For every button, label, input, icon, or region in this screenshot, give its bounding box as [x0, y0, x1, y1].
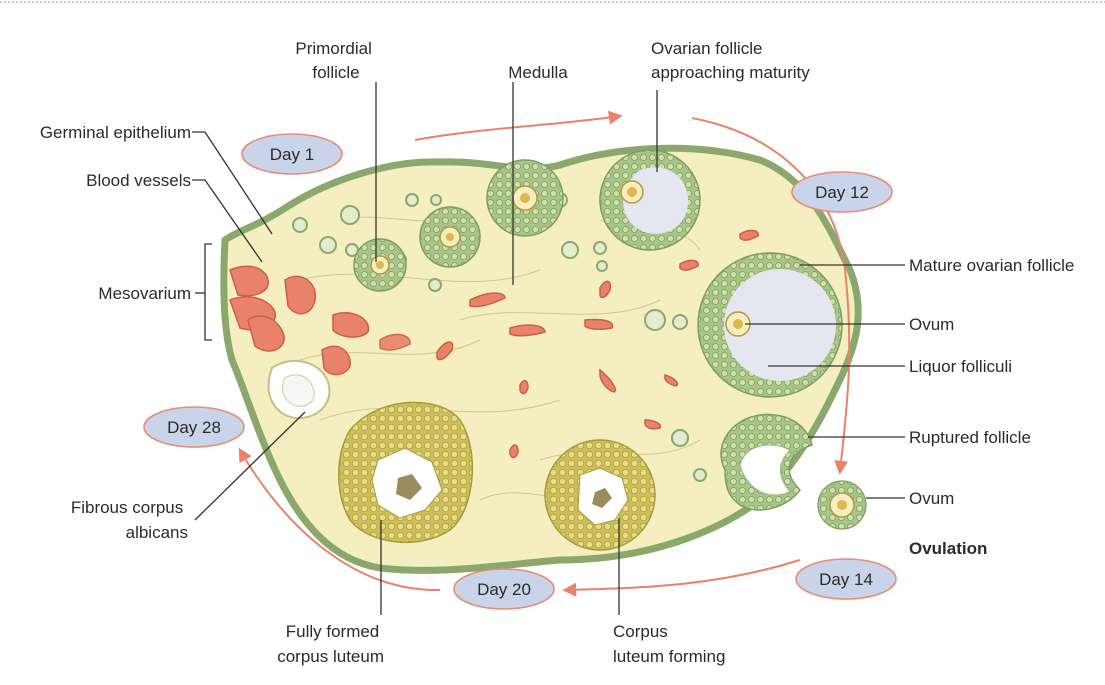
label-ruptured-follicle: Ruptured follicle [909, 428, 1031, 447]
mesovarium-bracket [204, 243, 212, 341]
label-ovum-1: Ovum [909, 315, 954, 334]
label-blood-vessels: Blood vessels [86, 171, 191, 190]
day-14-badge: Day 14 [795, 558, 897, 600]
svg-text:Day 28: Day 28 [167, 418, 221, 437]
label-medulla: Medulla [508, 63, 568, 82]
released-ovum [817, 480, 867, 530]
corpus-luteum-forming [544, 439, 656, 551]
mature-ovarian-follicle [697, 252, 843, 398]
fully-formed-corpus-luteum [338, 401, 474, 543]
day-1-badge: Day 1 [241, 133, 343, 175]
primordial-follicles [292, 192, 707, 482]
ruptured-follicle [720, 413, 813, 511]
label-primordial-follicle: Primordial follicle [295, 39, 376, 82]
leader-lines [192, 82, 905, 615]
svg-text:Day 20: Day 20 [477, 580, 531, 599]
label-ovulation: Ovulation [909, 539, 987, 558]
label-liquor-folliculi: Liquor folliculi [909, 357, 1012, 376]
primary-follicle-1 [353, 238, 407, 292]
svg-text:Day 1: Day 1 [270, 145, 314, 164]
blood-vessels [229, 229, 759, 459]
label-fibrous-corpus-albicans: Fibrous corpus albicans [71, 498, 188, 542]
svg-text:Day 12: Day 12 [815, 183, 869, 202]
label-fully-formed-corpus-luteum: Fully formed corpus luteum [277, 622, 384, 666]
label-mature-ovarian-follicle: Mature ovarian follicle [909, 256, 1074, 275]
corpus-albicans [267, 359, 331, 420]
label-ovarian-follicle-approaching: Ovarian follicle approaching maturity [651, 39, 810, 82]
day-28-badge: Day 28 [143, 406, 245, 448]
day-12-badge: Day 12 [791, 171, 893, 213]
label-ovum-2: Ovum [909, 489, 954, 508]
svg-text:Day 14: Day 14 [819, 570, 873, 589]
label-corpus-luteum-forming: Corpus luteum forming [613, 622, 725, 666]
primary-follicle-2 [419, 206, 481, 268]
label-germinal-epithelium: Germinal epithelium [40, 123, 191, 142]
follicle-approaching-maturity [599, 149, 701, 251]
secondary-follicle [486, 159, 564, 237]
label-mesovarium: Mesovarium [98, 284, 191, 303]
cycle-arrows [238, 110, 851, 597]
day-20-badge: Day 20 [453, 568, 555, 610]
